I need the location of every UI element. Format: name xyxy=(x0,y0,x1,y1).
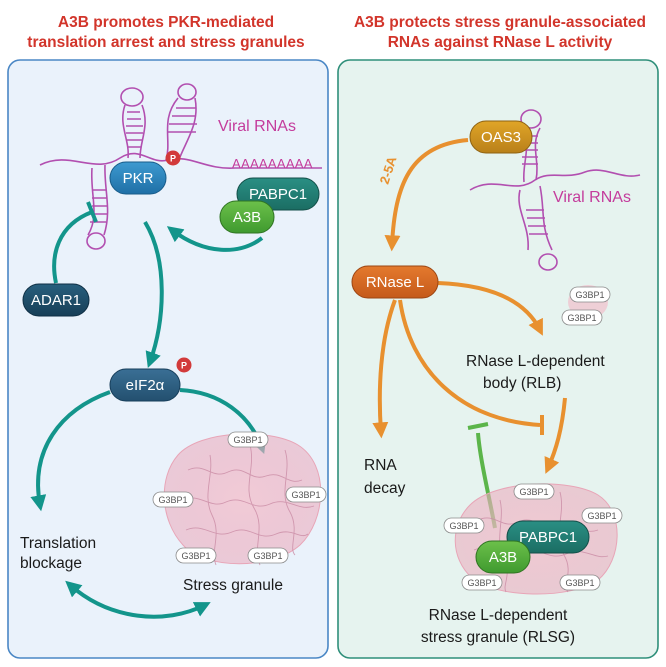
g3bp1-chip-label: G3BP1 xyxy=(158,495,187,505)
g3bp1-chip xyxy=(285,486,327,503)
g3bp1-chip xyxy=(175,547,217,564)
eif2a-pill xyxy=(109,368,181,402)
adar1-pill xyxy=(22,283,90,317)
right-header-line2: RNAs against RNase L activity xyxy=(388,34,613,51)
right-a3b-pill xyxy=(475,540,531,574)
left-header-line1: A3B promotes PKR-mediated xyxy=(58,14,274,31)
right-a3b-label: A3B xyxy=(489,549,517,566)
g3bp1-chip xyxy=(247,547,289,564)
translation-blockage-line2: blockage xyxy=(20,555,82,572)
rnasel-pill xyxy=(351,265,439,299)
right-viral-rnas-label: Viral RNAs xyxy=(553,189,631,206)
left-pabpc1-label: PABPC1 xyxy=(249,186,307,203)
eif2a-to-translation-arrow xyxy=(30,390,111,512)
right-pabpc1-label: PABPC1 xyxy=(519,529,577,546)
rlsg-label-line1: RNase L-dependent xyxy=(429,607,568,624)
rnasel-to-decay-arrow xyxy=(372,299,397,439)
translation-blockage-line1: Translation xyxy=(20,535,96,552)
left-viral-rnas-label: Viral RNAs xyxy=(218,118,296,135)
g3bp1-chip xyxy=(561,309,603,326)
rlb-label-line1: RNase L-dependent xyxy=(466,353,605,370)
pkr-phospho-icon xyxy=(165,150,181,166)
left-header-line2: translation arrest and stress granules xyxy=(27,34,304,51)
g3bp1-chip-label: G3BP1 xyxy=(587,511,616,521)
rnasel-to-rlb-arrow xyxy=(437,281,543,336)
rlb-body: G3BP1 G3BP1 xyxy=(561,285,611,326)
g3bp1-chip-label: G3BP1 xyxy=(565,578,594,588)
pkr-to-eif2a-arrow xyxy=(143,220,164,369)
g3bp1-chip-label: G3BP1 xyxy=(291,490,320,500)
eif2a-phospho-icon xyxy=(176,357,192,373)
left-g3bp1-chips: G3BP1 G3BP1 G3BP1 G3BP1 G3BP1 xyxy=(152,431,327,564)
g3bp1-chip-label: G3BP1 xyxy=(181,551,210,561)
translation-granule-double-arrow xyxy=(65,580,211,619)
g3bp1-chip xyxy=(443,517,485,534)
rlb-label-line2: body (RLB) xyxy=(483,375,561,392)
left-a3b-label: A3B xyxy=(233,209,261,226)
g3bp1-chip xyxy=(227,431,269,448)
adar1-label: ADAR1 xyxy=(31,292,81,309)
g3bp1-chip xyxy=(513,483,555,500)
oas3-label: OAS3 xyxy=(481,129,521,146)
g3bp1-chip xyxy=(581,507,623,524)
g3bp1-chip xyxy=(569,286,611,303)
g3bp1-chip xyxy=(461,574,503,591)
rna-decay-line2: decay xyxy=(364,480,406,497)
g3bp1-chip-label: G3BP1 xyxy=(449,521,478,531)
rlsg-label-line2: stress granule (RLSG) xyxy=(421,629,575,646)
g3bp1-chip xyxy=(559,574,601,591)
pkr-phospho-label: P xyxy=(170,154,176,164)
rlb-to-rlsg-arrow xyxy=(544,397,567,474)
pkr-pill xyxy=(109,161,167,195)
g3bp1-chip-label: G3BP1 xyxy=(575,290,604,300)
rnasel-label: RNase L xyxy=(366,274,424,291)
oas3-pill xyxy=(469,120,533,154)
left-a3b-pill xyxy=(219,200,275,234)
right-pabpc1-pill xyxy=(506,520,590,554)
eif2a-phospho-label: P xyxy=(181,361,187,371)
stress-granule-label: Stress granule xyxy=(183,577,283,594)
g3bp1-chip xyxy=(152,491,194,508)
adar1-inhibit-bar xyxy=(86,201,98,223)
a3b-inhibit-bar xyxy=(467,422,489,430)
rlsg-g3bp1-chips: G3BP1 G3BP1 G3BP1 G3BP1 G3BP1 xyxy=(443,483,623,591)
rnasel-inhibit-arrow xyxy=(398,299,541,427)
g3bp1-chip-label: G3BP1 xyxy=(567,313,596,323)
adar1-inhibit-arrow xyxy=(52,210,93,284)
g3bp1-chip-label: G3BP1 xyxy=(253,551,282,561)
g3bp1-chip-label: G3BP1 xyxy=(467,578,496,588)
oas3-to-rnasel-arrow xyxy=(384,138,469,252)
left-viral-rna xyxy=(39,83,322,250)
eif2a-label: eIF2α xyxy=(126,377,165,394)
rna-decay-line1: RNA xyxy=(364,457,397,474)
g3bp1-chip-label: G3BP1 xyxy=(519,487,548,497)
right-header-line1: A3B protects stress granule-associated xyxy=(354,14,646,31)
polyA-tail: AAAAAAAAA xyxy=(232,156,313,171)
g3bp1-chip-label: G3BP1 xyxy=(233,435,262,445)
pkr-label: PKR xyxy=(123,170,154,187)
a3b-to-pkr-arrow xyxy=(166,226,264,252)
